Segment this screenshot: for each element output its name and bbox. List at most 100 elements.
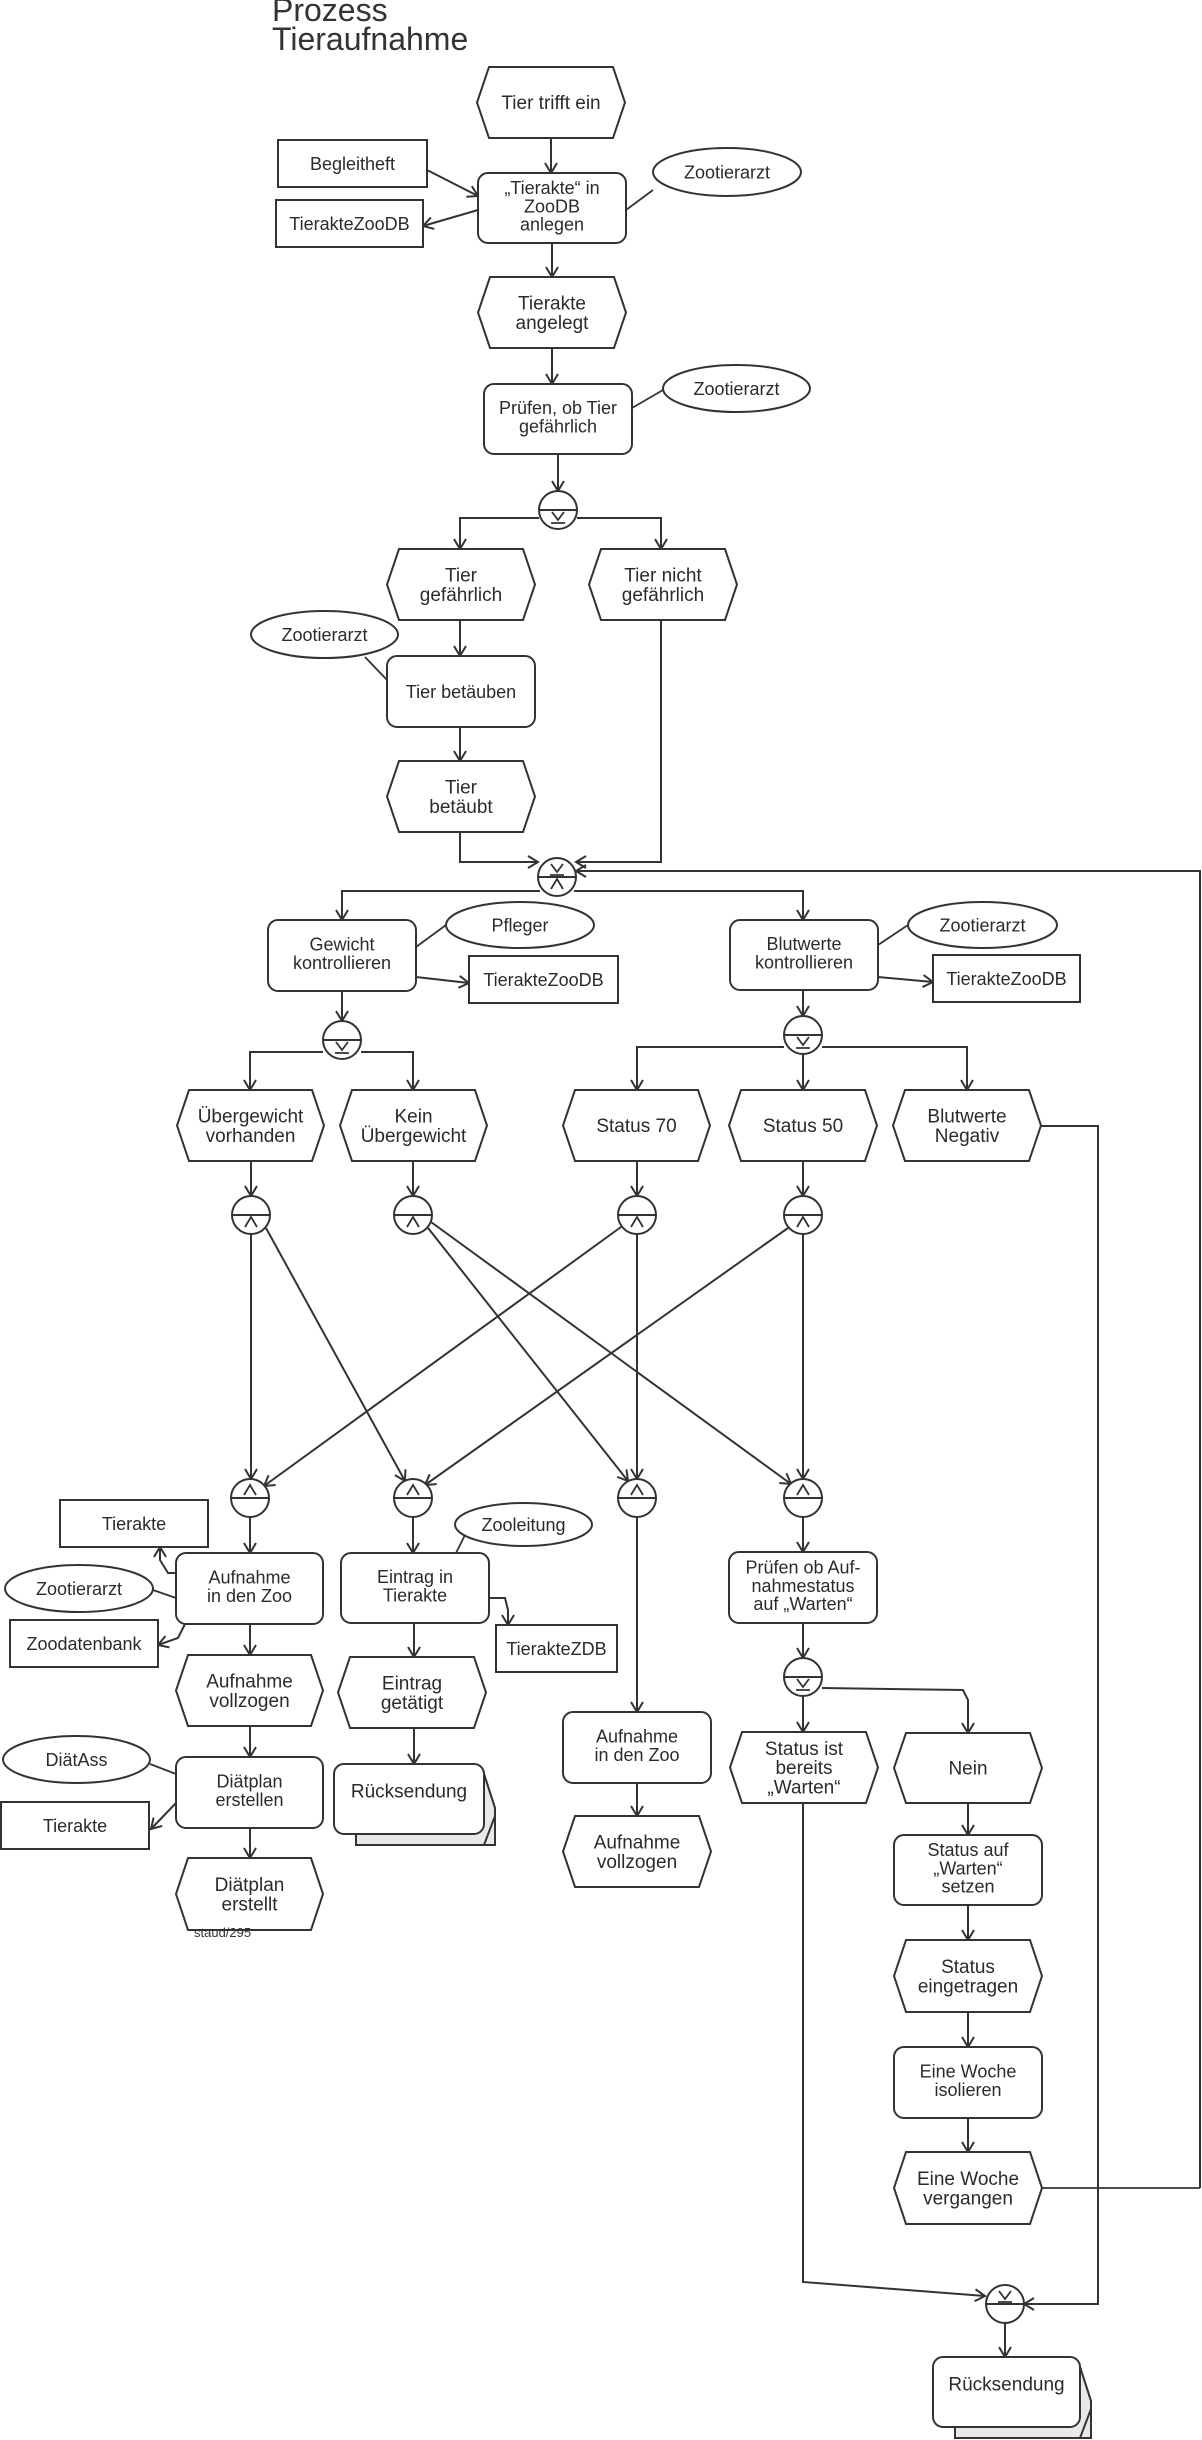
information-object-box [275,199,424,248]
connector-c-and-join-4[interactable] [783,1478,823,1518]
process-p-ruecksendung-1[interactable]: Rücksendung [333,1763,496,1846]
node-label-line: Rücksendung [948,2375,1064,2396]
connector-c-and-join-2[interactable] [393,1478,433,1518]
connector-c-and-split-4[interactable] [783,1195,823,1235]
role-r-zootierarzt-5[interactable]: Zootierarzt [4,1564,154,1613]
role-r-zootierarzt-1[interactable]: Zootierarzt [652,147,802,197]
connector-c-xor-and-1[interactable] [537,857,577,897]
function-f-tier-betaeuben[interactable]: Tier betäuben [386,655,536,728]
association-line [631,389,664,409]
event-e-status-70[interactable]: Status 70 [561,1089,712,1162]
title-line-1: Prozess [272,0,388,28]
event-hexagon [892,1732,1044,1804]
node-label-line: Aufnahme [596,1727,678,1747]
process-p-ruecksendung-2[interactable]: Rücksendung [932,2356,1092,2439]
connector-c-and-join-1[interactable] [230,1478,270,1518]
node-label-line: vergangen [923,2188,1013,2209]
and-operator-icon [550,877,564,890]
role-r-zootierarzt-2[interactable]: Zootierarzt [662,364,811,413]
event-e-nein[interactable]: Nein [892,1732,1044,1804]
node-label-line: „Tierakte“ in [504,178,599,198]
connector-c-xor-split-1[interactable] [538,490,578,530]
role-r-zooleitung[interactable]: Zooleitung [454,1502,593,1547]
and-operator-icon [406,1483,420,1496]
connector-c-and-split-1[interactable] [231,1195,271,1235]
document-d-tierakte-zoodb-2[interactable]: TierakteZooDB [468,955,619,1004]
node-label-line: Aufnahme [206,1671,293,1692]
document-d-begleitheft[interactable]: Begleitheft [277,139,428,188]
role-r-zootierarzt-3[interactable]: Zootierarzt [250,610,399,659]
connector-c-xor-join-final[interactable] [985,2284,1025,2324]
event-hexagon [174,1857,325,1931]
diagram-title: Prozess Tieraufnahme [272,0,468,55]
node-label-line: betäubt [429,797,493,818]
document-d-tierakte-1[interactable]: Tierakte [59,1499,209,1548]
control-flow-arrow [265,1227,407,1483]
node-label-line: vollzogen [597,1852,677,1873]
connector-c-and-split-3[interactable] [617,1195,657,1235]
function-box [562,1711,712,1784]
and-operator-icon [630,1215,644,1228]
node-label-line: Status 50 [763,1116,843,1137]
node-label-line: Gewicht [309,935,374,955]
control-flow-arrow [877,974,935,988]
function-box [893,2046,1043,2119]
node-label-line: ZooDB [524,196,580,216]
document-d-zoodatenbank[interactable]: Zoodatenbank [9,1619,159,1668]
event-hexagon [338,1089,489,1162]
event-hexagon [385,760,537,833]
document-d-tierakte-zdb[interactable]: TierakteZDB [495,1624,618,1673]
control-flow-arrow [574,890,810,922]
event-hexagon [727,1089,879,1162]
document-d-tierakte-zoodb-3[interactable]: TierakteZooDB [932,954,1081,1003]
role-r-pfleger[interactable]: Pfleger [445,901,595,949]
function-box [340,1552,490,1624]
node-label-line: Pfleger [491,915,548,935]
node-label-line: in den Zoo [594,1745,679,1765]
node-label-line: Zootierarzt [281,625,367,645]
node-label-line: Status ist [765,1739,844,1760]
connector-c-and-join-3[interactable] [617,1478,657,1518]
event-e-status-50[interactable]: Status 50 [727,1089,879,1162]
event-e-tier-trifft-ein[interactable]: Tier trifft ein [475,66,627,139]
connector-c-xor-split-3[interactable] [783,1015,823,1055]
document-d-tierakte-zoodb-1[interactable]: TierakteZooDB [275,199,424,248]
node-label-line: TierakteZDB [506,1639,606,1659]
node-label-line: Kein [394,1106,432,1127]
connector-c-xor-split-2[interactable] [322,1020,362,1060]
document-d-tierakte-2[interactable]: Tierakte [0,1801,150,1850]
connector-c-xor-split-4[interactable] [783,1657,823,1697]
node-label-line: Begleitheft [310,154,395,174]
event-hexagon [587,548,739,621]
role-r-zootierarzt-4[interactable]: Zootierarzt [907,901,1058,949]
function-box [483,383,633,455]
function-f-status-setzen[interactable]: Status auf„Warten“setzen [893,1834,1043,1906]
node-label-line: Diätplan [215,1875,285,1896]
connector-c-and-split-2[interactable] [393,1195,433,1235]
role-r-diaetass[interactable]: DiätAss [2,1735,151,1784]
